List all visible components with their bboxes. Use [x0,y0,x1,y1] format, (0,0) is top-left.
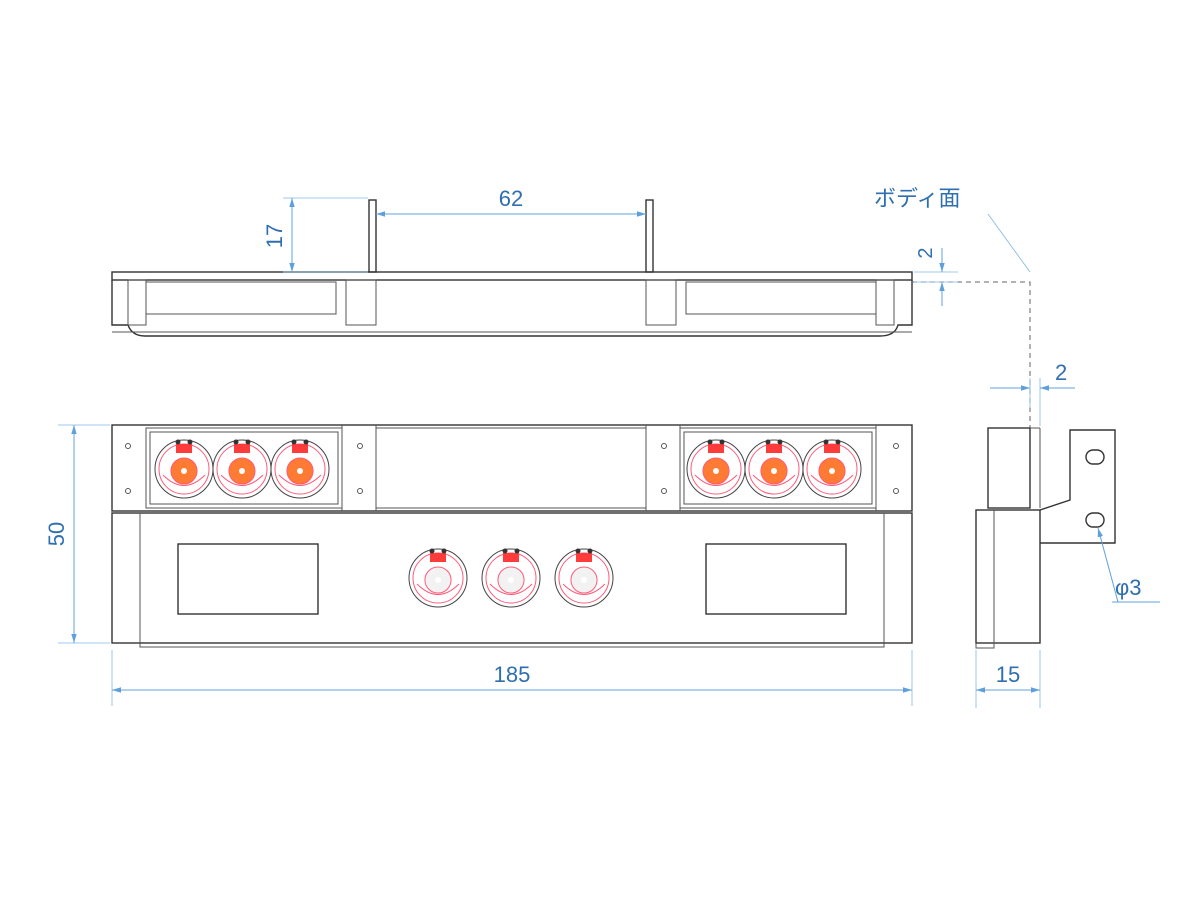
screw-hole [357,443,363,449]
screw-hole [125,488,131,494]
side-view [975,427,1116,649]
reflector-window-left [177,543,319,615]
lamp-group-lower-center [408,548,614,608]
dim-front-height: 50 [44,424,110,644]
dim-label-62: 62 [499,186,523,211]
top-post-right [645,279,677,326]
body-surface-reference: ボディ面 [874,186,1031,428]
dim-offset-horizontal: 2 [990,360,1075,426]
dim-label-2-vertical: 2 [915,247,937,258]
top-window-left [145,281,337,315]
lamp-group-upper-left [154,439,330,499]
side-upper-block [987,427,1031,509]
dim-front-width: 185 [111,650,913,706]
tail-lamp [744,439,804,499]
dim-label-15: 15 [996,662,1020,687]
front-upper-housing [111,424,913,512]
center-panel [375,427,647,509]
reverse-lamp [408,548,468,608]
dim-offset-vertical: 2 [914,247,958,306]
dim-top-height: 17 [262,197,368,273]
side-lower-block [975,509,1041,644]
dim-side-width: 15 [975,650,1041,708]
top-post-left [345,279,377,326]
screw-hole [893,488,899,494]
top-end-block-right [875,279,895,326]
screw-hole [661,443,667,449]
mount-tab-right [645,199,654,273]
dim-label-2-horizontal: 2 [1055,360,1067,385]
top-end-block-left [127,279,147,326]
mounting-bracket [1039,429,1116,544]
mount-tab-left [368,199,377,273]
tail-lamp [802,439,862,499]
top-flange [111,271,913,281]
tail-lamp [212,439,272,499]
dim-hole-diameter: φ3 [1097,527,1160,603]
front-lower-housing [111,512,913,644]
body-surface-label: ボディ面 [874,186,960,211]
screw-hole [893,443,899,449]
dim-label-phi3: φ3 [1115,575,1142,600]
reverse-lamp [554,548,614,608]
lamp-group-upper-right [686,439,862,499]
screw-hole [357,488,363,494]
screw-hole [125,443,131,449]
bracket-hole-upper [1085,449,1105,465]
dim-label-50: 50 [44,522,69,546]
reflector-window-right [705,543,847,615]
tail-lamp [154,439,214,499]
top-body-outline [111,280,913,337]
tail-lamp [270,439,330,499]
tail-lamp [686,439,746,499]
bracket-hole-lower [1085,512,1105,528]
front-view [111,424,913,648]
reverse-lamp [481,548,541,608]
dim-label-185: 185 [494,662,531,687]
top-window-right [685,281,877,315]
dim-top-span: 62 [376,186,646,217]
dim-label-17: 17 [262,224,287,248]
top-view [111,199,913,337]
screw-hole [661,488,667,494]
